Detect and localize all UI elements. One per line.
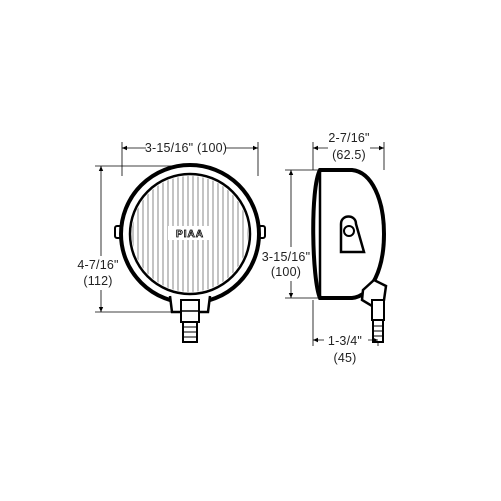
piaa-logo: PIAA [176, 229, 204, 240]
side-height-label-imperial: 3-15/16" [262, 250, 310, 264]
side-height-label-bg [262, 247, 310, 281]
front-height-label-metric: (112) [83, 274, 112, 288]
side-offset-label-metric: (45) [333, 351, 356, 365]
front-height-label-bg [74, 256, 122, 290]
side-offset-label-imperial: 1-3/4" [328, 334, 362, 348]
side-bolt-thread [373, 325, 383, 337]
side-depth-label-bg [328, 130, 370, 162]
side-view: 2-7/16" (62.5) 3-15/16" (100) [262, 130, 388, 365]
side-height-label-metric: (100) [271, 265, 301, 279]
side-mount-hole [343, 225, 355, 237]
side-offset-label-bg [324, 332, 368, 348]
front-width-label: 3-15/16" (100) [145, 141, 227, 155]
side-depth-label-imperial: 2-7/16" [328, 131, 369, 145]
side-mount-block [371, 299, 385, 321]
front-view: 3-15/16" (100) 4-7/16" (112) [74, 139, 266, 343]
side-depth-label-metric: (62.5) [332, 148, 366, 162]
logo-plate [168, 226, 212, 240]
front-height-dimension [95, 165, 182, 313]
front-width-label-bg [146, 139, 226, 155]
front-height-label-imperial: 4-7/16" [77, 258, 118, 272]
bolt-thread [183, 326, 197, 338]
